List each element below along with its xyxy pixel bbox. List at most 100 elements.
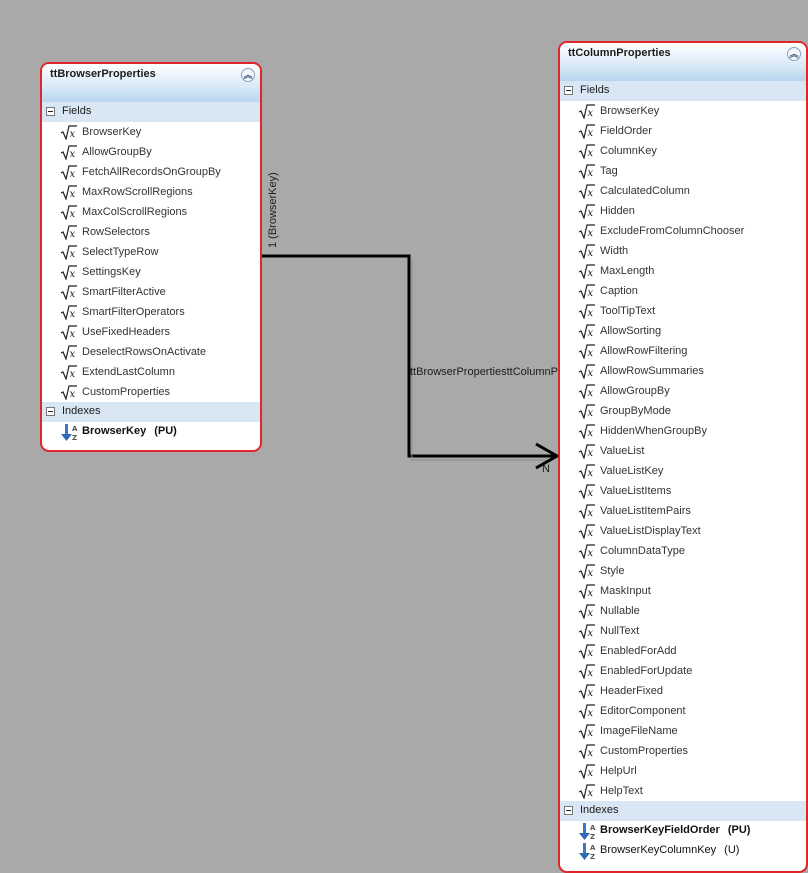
relation-name-label: ttBrowserPropertiesttColumnPrope xyxy=(410,366,580,378)
collapse-toggle-icon[interactable] xyxy=(564,86,573,95)
field-name: HelpUrl xyxy=(600,765,637,777)
arrow-head xyxy=(535,442,561,470)
collapse-toggle-icon[interactable] xyxy=(564,806,573,815)
indexes-section-header[interactable]: Indexes xyxy=(560,801,806,821)
field-row[interactable]: x ValueListKey xyxy=(560,461,806,481)
square-root-icon: x xyxy=(60,284,78,301)
square-root-icon: x xyxy=(578,103,596,120)
field-row[interactable]: x HelpUrl xyxy=(560,761,806,781)
field-name: ValueListKey xyxy=(600,465,664,477)
relationship-line-shadow xyxy=(411,259,550,461)
field-name: ExcludeFromColumnChooser xyxy=(600,225,745,237)
svg-text:Z: Z xyxy=(590,833,595,841)
entity-header[interactable]: ttColumnProperties ︽ xyxy=(560,43,806,81)
square-root-icon: x xyxy=(578,763,596,780)
field-name: RowSelectors xyxy=(82,226,150,238)
field-row[interactable]: x MaskInput xyxy=(560,581,806,601)
entity-header[interactable]: ttBrowserProperties ︽ xyxy=(42,64,260,102)
svg-text:A: A xyxy=(590,824,596,832)
svg-text:x: x xyxy=(588,628,594,639)
field-name: AllowGroupBy xyxy=(82,146,152,158)
field-name: MaskInput xyxy=(600,585,651,597)
square-root-icon: x xyxy=(578,443,596,460)
fields-section-header[interactable]: Fields xyxy=(42,102,260,122)
square-root-icon: x xyxy=(578,583,596,600)
square-root-icon: x xyxy=(578,463,596,480)
svg-text:x: x xyxy=(588,468,594,479)
field-row[interactable]: x SmartFilterActive xyxy=(42,282,260,302)
field-row[interactable]: x NullText xyxy=(560,621,806,641)
field-name: NullText xyxy=(600,625,640,637)
svg-text:x: x xyxy=(70,329,76,340)
field-name: MaxColScrollRegions xyxy=(82,206,188,218)
svg-text:x: x xyxy=(588,568,594,579)
field-name: DeselectRowsOnActivate xyxy=(82,346,207,358)
square-root-icon: x xyxy=(578,283,596,300)
square-root-icon: x xyxy=(60,324,78,341)
field-name: FieldOrder xyxy=(600,125,652,137)
fields-section-header[interactable]: Fields xyxy=(560,81,806,101)
svg-text:x: x xyxy=(588,788,594,799)
collapse-toggle-icon[interactable] xyxy=(46,107,55,116)
indexes-section-header[interactable]: Indexes xyxy=(42,402,260,422)
collapse-toggle-icon[interactable] xyxy=(46,407,55,416)
square-root-icon: x xyxy=(578,363,596,380)
square-root-icon: x xyxy=(578,183,596,200)
svg-text:x: x xyxy=(588,488,594,499)
double-chevron-up-icon[interactable]: ︽ xyxy=(241,68,255,82)
field-name: SmartFilterActive xyxy=(82,286,166,298)
double-chevron-up-icon[interactable]: ︽ xyxy=(787,47,801,61)
